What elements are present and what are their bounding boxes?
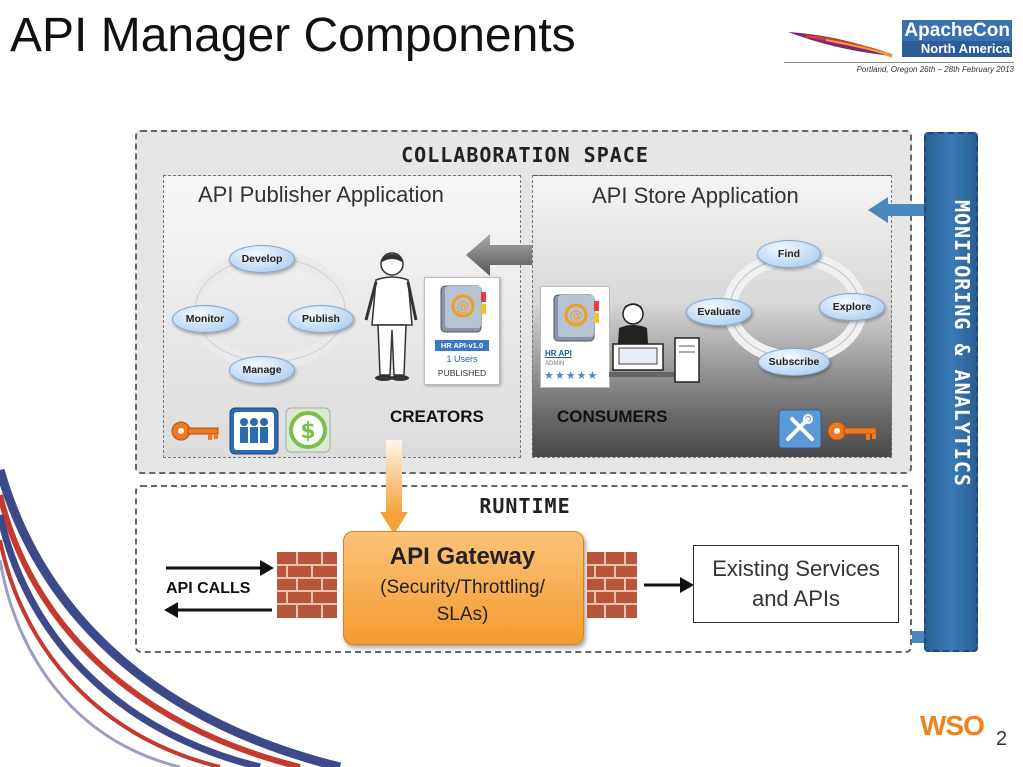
- consumer-person-icon: [609, 303, 700, 383]
- cycle-manage: Manage: [229, 356, 295, 384]
- api-book-icon: @: [440, 285, 486, 333]
- cycle-develop: Develop: [229, 245, 295, 273]
- monitoring-analytics-label: MONITORING & ANALYTICS: [950, 200, 974, 487]
- gateway-feed-arrowhead: [380, 512, 408, 534]
- conference-subtitle: Portland, Oregon 26th – 28th February 20…: [784, 62, 1014, 74]
- page-number: 2: [996, 728, 1008, 750]
- api-calls-label: API CALLS: [166, 580, 251, 597]
- consumers-label: CONSUMERS: [557, 407, 668, 426]
- api-calls-arrows: [164, 560, 274, 618]
- creators-label: CREATORS: [390, 407, 484, 426]
- firewall-icon-right: [587, 552, 637, 618]
- publisher-app-title: API Publisher Application: [198, 182, 444, 207]
- api-gateway-line1: (Security/Throttling/: [380, 577, 545, 598]
- dollar-icon: $: [285, 407, 331, 453]
- decorative-swoosh: [0, 468, 342, 767]
- cycle-monitor: Monitor: [172, 305, 238, 333]
- api-gateway-line2: SLAs): [436, 604, 489, 625]
- cycle-find: Find: [757, 240, 821, 268]
- gateway-feed-arrow: [386, 440, 402, 515]
- api-card-store: @ HR API ADMIN ★★★★★: [540, 286, 610, 388]
- firewall-icon-left: [277, 552, 337, 618]
- api-card-name: HR API-v1.0: [435, 340, 489, 351]
- services-arrow: [644, 577, 694, 593]
- slide-title: API Manager Components: [10, 9, 576, 62]
- api-card-users: 1 Users: [446, 354, 478, 364]
- store-card-rating: ★★★★★: [544, 370, 599, 382]
- key-icon: [171, 421, 219, 441]
- api-card-published: @ HR API-v1.0 1 Users PUBLISHED: [424, 277, 500, 385]
- users-icon: [229, 407, 279, 455]
- api-gateway-box: [343, 531, 584, 645]
- svg-text:$: $: [300, 419, 315, 444]
- wso2-logo-text: WSO: [920, 710, 985, 741]
- api-gateway-title: API Gateway: [389, 543, 536, 570]
- api-book-icon: @: [553, 294, 599, 342]
- creator-person-icon: [364, 252, 418, 381]
- wso2-logo: WSO: [918, 708, 1014, 752]
- apachecon-logo: ApacheCon North America Portland, Oregon…: [782, 14, 1014, 78]
- svg-text:@: @: [570, 309, 583, 324]
- exchange-double-arrow: [466, 234, 582, 276]
- key-icon: [827, 421, 877, 441]
- existing-services-line1: Existing Services: [712, 556, 880, 581]
- existing-services-box: [693, 545, 899, 623]
- cycle-evaluate: Evaluate: [686, 298, 752, 326]
- conference-region: North America: [902, 41, 1012, 57]
- cycle-subscribe: Subscribe: [758, 348, 830, 376]
- cycle-publish: Publish: [288, 305, 354, 333]
- monitoring-arrow-store: [868, 197, 924, 223]
- store-app-title: API Store Application: [592, 183, 799, 208]
- store-card-owner: ADMIN: [545, 361, 565, 367]
- monitoring-analytics-bar: MONITORING & ANALYTICS: [924, 132, 978, 652]
- cycle-explore: Explore: [819, 293, 885, 321]
- feather-icon: [788, 32, 893, 58]
- existing-services-line2: and APIs: [751, 586, 841, 611]
- conference-name: ApacheCon: [902, 20, 1012, 41]
- store-card-name: HR API: [545, 349, 572, 358]
- api-card-status: PUBLISHED: [437, 368, 487, 378]
- svg-text:@: @: [457, 300, 470, 315]
- collaboration-space-title: COLLABORATION SPACE: [401, 143, 649, 167]
- tools-icon: [778, 409, 822, 449]
- runtime-title: RUNTIME: [479, 494, 571, 518]
